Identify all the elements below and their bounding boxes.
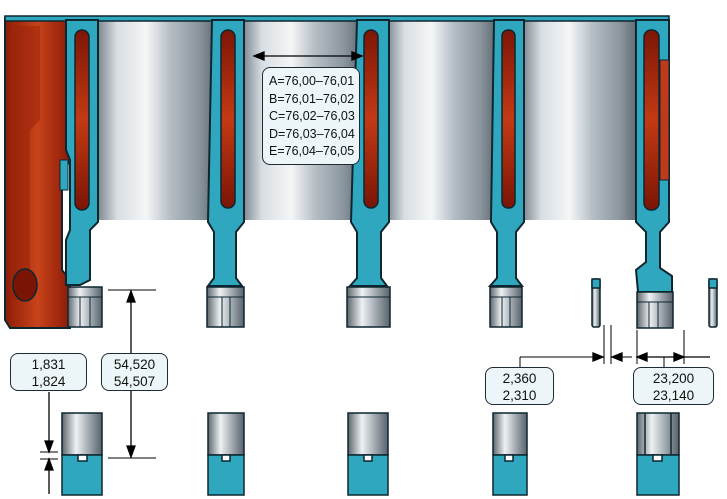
- thrust-journal-width-label: 23,200 23,140: [633, 367, 714, 405]
- main-bearing-housing-label: 54,520 54,507: [101, 353, 168, 391]
- bearing-cap-2: [207, 412, 245, 496]
- bore-grade-table: A=76,00–76,01 B=76,01–76,02 C=76,02–76,0…: [262, 67, 360, 165]
- cylinder-bore-3: [384, 20, 497, 220]
- bore-grade-a: A=76,00–76,01: [269, 74, 355, 88]
- cylinder-bore-1: [95, 20, 217, 220]
- dimension-min: 23,140: [652, 388, 695, 403]
- upper-bearing-shells: [67, 286, 674, 329]
- bearing-shell-thickness-label: 1,831 1,824: [10, 353, 87, 391]
- dimension-max: 23,200: [652, 371, 695, 386]
- cylinder-block: [4, 15, 673, 329]
- bearing-cap-1: [61, 412, 103, 496]
- water-passages: [74, 29, 660, 211]
- bore-grade-d: D=76,03–76,04: [269, 126, 355, 141]
- bore-grade-e: E=76,04–76,05: [269, 144, 355, 158]
- dimension-lines: [40, 51, 710, 494]
- dimension-min: 2,310: [502, 388, 537, 403]
- bore-grade-c: C=76,02–76,03: [269, 109, 355, 123]
- bore-grade-b: B=76,01–76,02: [269, 91, 355, 106]
- dimension-min: 1,824: [31, 374, 66, 389]
- thrust-washer-thickness-label: 2,360 2,310: [485, 367, 554, 405]
- dimension-max: 1,831: [31, 357, 66, 372]
- bearing-cap-3: [347, 412, 389, 496]
- dimension-min: 54,507: [113, 374, 156, 389]
- bearing-cap-4: [492, 412, 528, 496]
- dimension-max: 2,360: [502, 371, 537, 386]
- dimension-max: 54,520: [113, 357, 156, 372]
- bearing-caps: [61, 412, 680, 496]
- bearing-cap-5: [636, 412, 680, 496]
- thrust-washers: [591, 278, 718, 328]
- cylinder-bore-4: [520, 20, 638, 220]
